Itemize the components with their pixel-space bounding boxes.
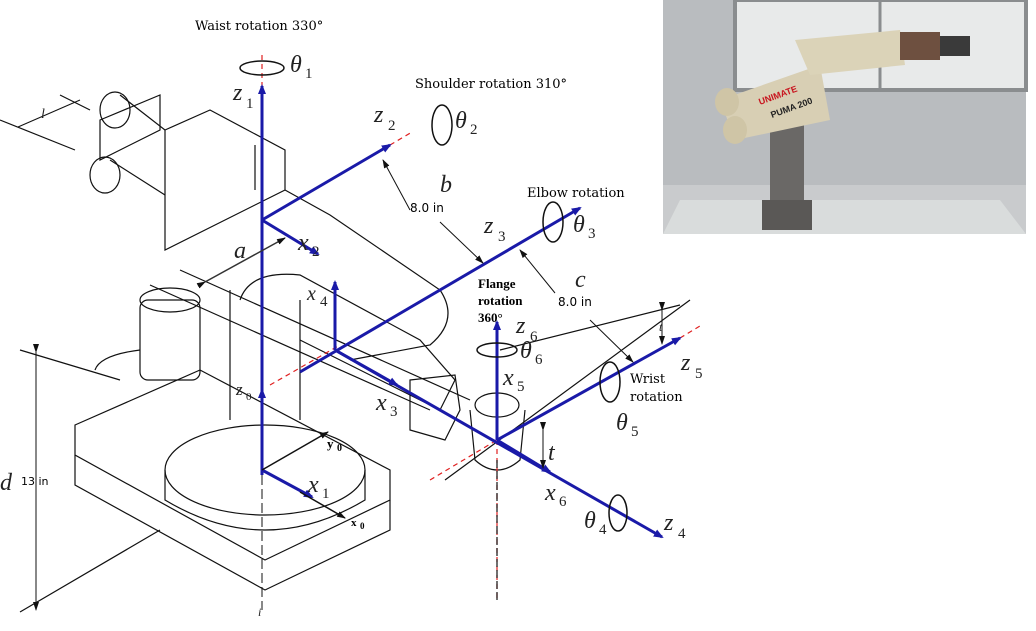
rotation-icons: [239, 60, 628, 532]
z2-sub: 2: [388, 118, 396, 134]
elbow-rotation-label: Elbow rotation: [527, 186, 625, 201]
x2-axis: [261, 218, 320, 256]
dim-b-value: 8.0 in: [410, 201, 444, 215]
dimension-labels: a b 8.0 in c 8.0 in d 13 in l t t i: [0, 107, 663, 619]
flange-label-1: Flange: [478, 276, 516, 291]
z3-sub: 3: [498, 229, 506, 245]
y0-axis: [261, 431, 329, 471]
dim-d-value: 13 in: [21, 475, 49, 488]
z2-axis: [261, 143, 392, 222]
x1-axis: [261, 468, 314, 499]
y0-label: y: [327, 436, 334, 451]
theta1: θ: [290, 52, 302, 78]
shoulder-rotation-label: Shoulder rotation 310°: [415, 77, 567, 92]
z5-sub: 5: [695, 366, 703, 382]
z3-label: z: [483, 213, 494, 239]
dim-l: l: [41, 107, 45, 122]
theta6-sub: 6: [535, 352, 543, 368]
x2-label: x: [297, 230, 309, 256]
x0-label: x: [351, 517, 357, 529]
x3-axis: [334, 348, 399, 387]
theta4-sub: 4: [599, 522, 607, 538]
dim-b: b: [440, 172, 452, 198]
z0-label: z: [235, 380, 243, 399]
x6-label: x: [544, 480, 556, 506]
dim-t-small: t: [659, 320, 663, 334]
x0-sub: 0: [360, 521, 365, 531]
dimension-lines: [17, 99, 665, 611]
theta3: θ: [573, 212, 585, 238]
z5-label: z: [680, 350, 691, 376]
theta5-sub: 5: [631, 424, 639, 440]
x1-label: x: [307, 472, 319, 498]
flange-label-2: rotation: [478, 293, 523, 308]
theta2-sub: 2: [470, 122, 478, 138]
x4-label: x: [306, 283, 316, 305]
dim-c-value: 8.0 in: [558, 295, 592, 309]
x4-sub: 4: [320, 294, 328, 310]
z2-label: z: [373, 102, 384, 128]
x5-label: x: [502, 365, 514, 391]
dim-a: a: [234, 238, 246, 264]
theta4: θ: [584, 508, 596, 534]
x1-sub: 1: [322, 486, 330, 502]
waist-rotation-icon: [239, 60, 285, 76]
z3-axis: [299, 206, 582, 374]
elbow-rotation-icon: [542, 201, 564, 243]
wrist-label-2: rotation: [630, 390, 683, 405]
dim-c: c: [575, 267, 586, 293]
z1-label: z: [232, 80, 243, 106]
y0-sub: 0: [337, 443, 342, 454]
dim-t: t: [548, 440, 556, 466]
joint-axes: [261, 55, 701, 610]
theta5: θ: [616, 410, 628, 436]
flange-label-3: 360°: [478, 310, 503, 325]
dim-d: d: [0, 470, 13, 496]
z1-sub: 1: [246, 96, 254, 112]
wrist-label-1: Wrist: [630, 372, 666, 387]
z0-sub: 0: [246, 391, 252, 403]
x3-sub: 3: [390, 404, 398, 420]
flange-rotation-icon: [476, 342, 518, 358]
z4-sub: 4: [678, 526, 686, 542]
x3-label: x: [375, 390, 387, 416]
theta4-rotation-icon: [608, 494, 628, 532]
robot-photo: UNIMATE PUMA 200: [663, 0, 1028, 234]
x6-axis: [496, 438, 552, 474]
x2-sub: 2: [312, 244, 320, 260]
theta1-sub: 1: [305, 66, 313, 82]
z5-axis: [496, 336, 682, 442]
x6-sub: 6: [559, 494, 567, 510]
z6-sub: 6: [530, 329, 538, 345]
theta6: θ: [520, 338, 532, 364]
wrist-rotation-icon: [599, 361, 621, 403]
shoulder-rotation-icon: [431, 104, 453, 146]
waist-rotation-label: Waist rotation 330°: [195, 19, 323, 34]
theta3-sub: 3: [588, 226, 596, 242]
z6-label: z: [515, 313, 526, 339]
dim-i: i: [258, 605, 261, 619]
coordinate-frames: [258, 84, 682, 539]
z4-label: z: [663, 510, 674, 536]
x0-axis: [299, 491, 346, 519]
theta2: θ: [455, 108, 467, 134]
x5-sub: 5: [517, 379, 525, 395]
